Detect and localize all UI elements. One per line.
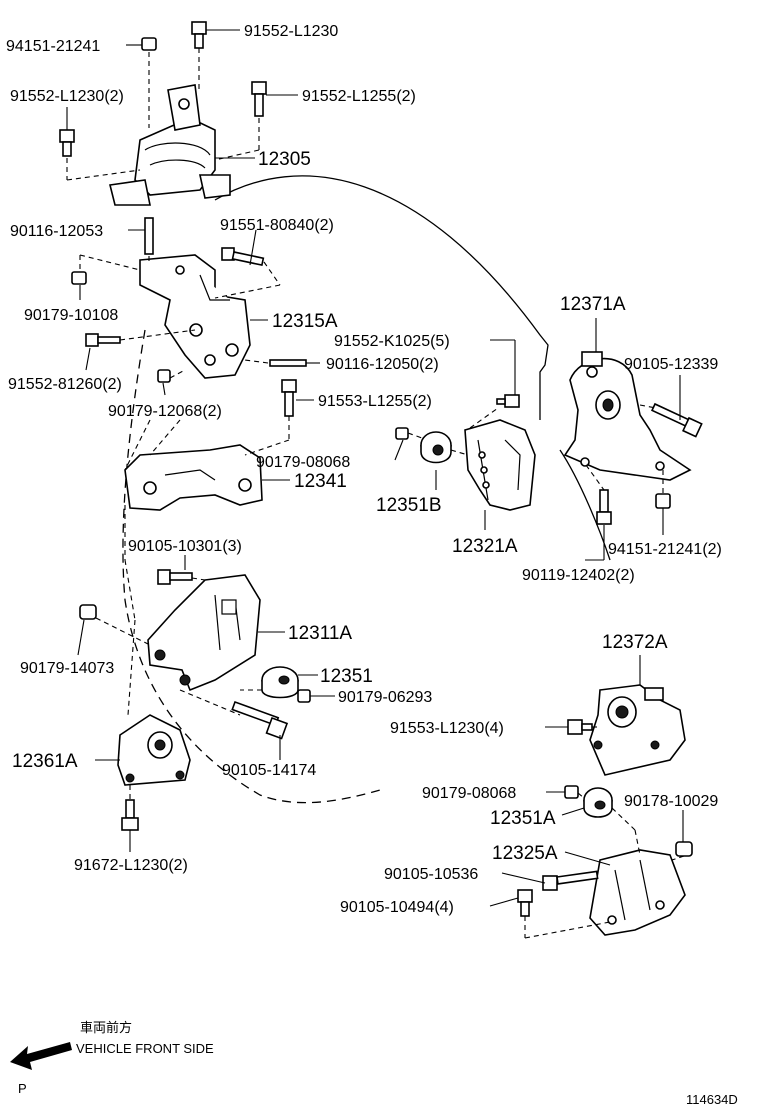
part-12311A (147, 574, 261, 692)
callout-90116-12050-2: 90116-12050(2) (326, 356, 439, 373)
callout-90105-10494-4: 90105-10494(4) (340, 899, 454, 916)
callout-91552-L1255-2: 91552-L1255(2) (302, 88, 416, 105)
engine-outline-right (559, 449, 611, 561)
engine-outline-lower (122, 329, 381, 804)
callout-91553-L1230-4: 91553-L1230(4) (390, 720, 504, 737)
leader-lines (66, 29, 684, 907)
front-note-marker: P (18, 1081, 27, 1096)
callout-90105-10536: 90105-10536 (384, 866, 478, 883)
callout-90179-12068-2: 90179-12068(2) (108, 403, 222, 420)
callout-12361A: 12361A (12, 751, 78, 772)
part-12361A (117, 714, 191, 786)
callout-12311A: 12311A (288, 623, 352, 644)
callout-90179-06293: 90179-06293 (338, 689, 432, 706)
part-12351A (583, 787, 613, 818)
callout-90105-10301-3: 90105-10301(3) (128, 538, 242, 555)
callout-90119-12402-2: 90119-12402(2) (522, 567, 635, 584)
callout-12321A: 12321A (452, 536, 518, 557)
callout-12351B: 12351B (376, 495, 442, 516)
callout-90179-10108: 90179-10108 (24, 307, 118, 324)
front-note-jp: 車両前方 (80, 1020, 132, 1035)
callout-90179-08068-a: 90179-08068 (256, 454, 350, 471)
callout-90179-08068-b: 90179-08068 (422, 785, 516, 802)
arrow-left-down-icon (10, 1042, 72, 1070)
part-12351 (261, 666, 299, 699)
part-12315A (139, 254, 251, 379)
part-12372A (589, 684, 686, 776)
callout-90105-14174: 90105-14174 (222, 762, 316, 779)
callout-91553-L1255-2: 91553-L1255(2) (318, 393, 432, 410)
callout-91552-K1025-5: 91552-K1025(5) (334, 333, 450, 350)
callout-12305: 12305 (258, 149, 311, 170)
callout-91552-L1230: 91552-L1230 (244, 23, 338, 40)
part-12305 (109, 84, 231, 206)
callout-12341: 12341 (294, 471, 347, 492)
callout-12351: 12351 (320, 666, 373, 687)
callout-91552-81260-2: 91552-81260(2) (8, 376, 122, 393)
vehicle-front-note: 車両前方 VEHICLE FRONT SIDE P (10, 1020, 214, 1096)
callout-91672-L1230-2: 91672-L1230(2) (74, 857, 188, 874)
callout-90105-12339: 90105-12339 (624, 356, 718, 373)
callout-labels: 94151-21241 91552-L1230 91552-L1230(2) 9… (6, 23, 722, 916)
callout-94151-21241: 94151-21241 (6, 38, 100, 55)
part-12325A (589, 849, 686, 936)
part-12341 (124, 444, 263, 511)
callout-12325A: 12325A (492, 843, 558, 864)
callout-90116-12053: 90116-12053 (10, 223, 103, 240)
diagram-id: 114634D (686, 1092, 738, 1107)
callout-90179-14073: 90179-14073 (20, 660, 114, 677)
callout-12372A: 12372A (602, 632, 668, 653)
front-note-en: VEHICLE FRONT SIDE (76, 1041, 214, 1056)
callout-12315A: 12315A (272, 311, 338, 332)
callout-94151-21241-2: 94151-21241(2) (608, 541, 722, 558)
callout-90178-10029: 90178-10029 (624, 793, 718, 810)
callout-12351A: 12351A (490, 808, 556, 829)
callout-12371A: 12371A (560, 294, 626, 315)
engine-outline (214, 175, 549, 420)
part-12321A (464, 419, 536, 511)
part-12351B (420, 431, 452, 464)
callout-91552-L1230-2: 91552-L1230(2) (10, 88, 124, 105)
assembly-lines (66, 48, 685, 939)
part-12371A (563, 351, 692, 481)
callout-91551-80840-2: 91551-80840(2) (220, 217, 334, 234)
